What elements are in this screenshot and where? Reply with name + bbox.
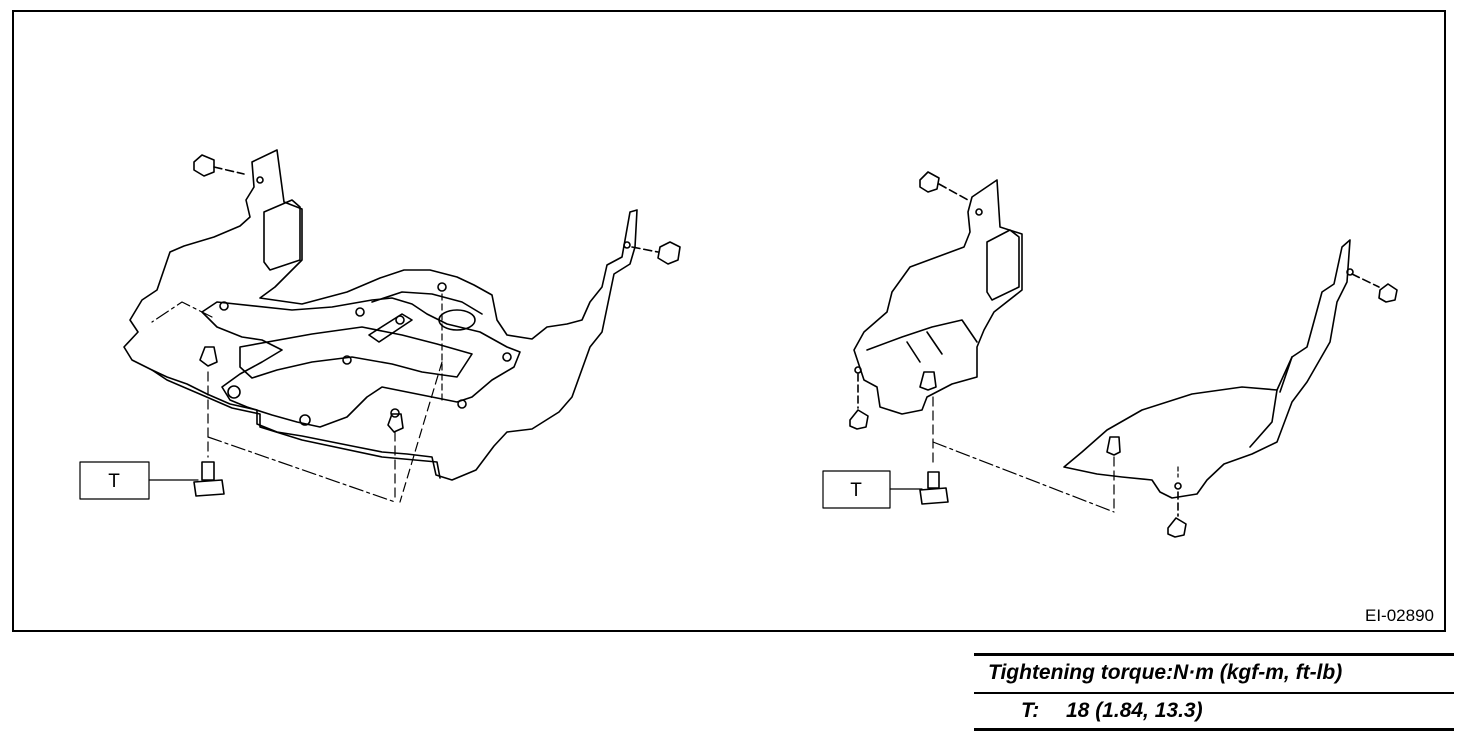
cover-rib [371, 291, 483, 315]
front-under-cover-assembly [123, 149, 681, 503]
side-cover-left-rib-2 [906, 331, 943, 363]
push-clip-side-right-upper [1351, 273, 1398, 303]
callout-t-left: T [79, 461, 199, 500]
side-cover-left [853, 179, 1023, 415]
assembly-guide-lines-left [151, 293, 443, 503]
fixing-bolt-right [919, 471, 949, 505]
side-cover-left-hole-upper [975, 208, 983, 216]
side-cover-right-clip [1106, 436, 1121, 456]
cover-channel [239, 326, 473, 379]
side-cover-left-pad [986, 229, 1020, 301]
bracket-hole-right [623, 241, 631, 249]
torque-spec-value: 18 (1.84, 13.3) [1066, 699, 1203, 722]
clip-tower-left [199, 346, 218, 367]
side-cover-left-hole [854, 366, 862, 374]
exploded-view-diagram: T T [79, 149, 1398, 538]
side-cover-right-hole [1174, 482, 1182, 490]
push-clip-side-right-lower [1167, 491, 1187, 538]
clip-tower-right [387, 413, 404, 433]
callout-t-left-label: T [108, 471, 120, 492]
cover-oval-hole [438, 309, 476, 331]
side-under-cover-assembly [849, 171, 1398, 538]
assembly-guide-lines-right [932, 396, 1179, 513]
side-cover-left-rib [866, 319, 978, 351]
figure-id: EI-02890 [1365, 606, 1434, 625]
torque-spec-divider [974, 692, 1454, 694]
torque-spec-key: T: [1021, 699, 1040, 722]
push-clip-side-left-upper [919, 171, 969, 201]
cover-inner-panel [201, 297, 521, 428]
push-clip-upper-right [631, 241, 681, 265]
push-clip-side-left-lower [849, 373, 869, 430]
side-cover-right-hole-upper [1346, 268, 1354, 276]
side-cover-right-rib [1249, 356, 1293, 448]
bracket-hole-upper [256, 176, 264, 184]
diagram-frame: T T EI-02890 [12, 10, 1446, 632]
torque-spec-table: Tightening torque:N·m (kgf-m, ft-lb) T: … [974, 653, 1454, 731]
cover-mounting-holes [219, 282, 512, 426]
side-cover-left-clip [919, 371, 937, 391]
bracket-pad-upper [263, 199, 301, 271]
push-clip-upper-left [193, 154, 245, 177]
fixing-bolt-left [193, 461, 225, 497]
side-cover-right [1063, 239, 1351, 499]
cover-skirt [151, 369, 441, 479]
torque-spec-title: Tightening torque:N·m (kgf-m, ft-lb) [988, 661, 1343, 684]
callout-t-right: T [822, 470, 923, 509]
cover-slot [368, 313, 413, 343]
callout-t-right-label: T [850, 480, 862, 501]
front-under-cover [123, 149, 638, 481]
